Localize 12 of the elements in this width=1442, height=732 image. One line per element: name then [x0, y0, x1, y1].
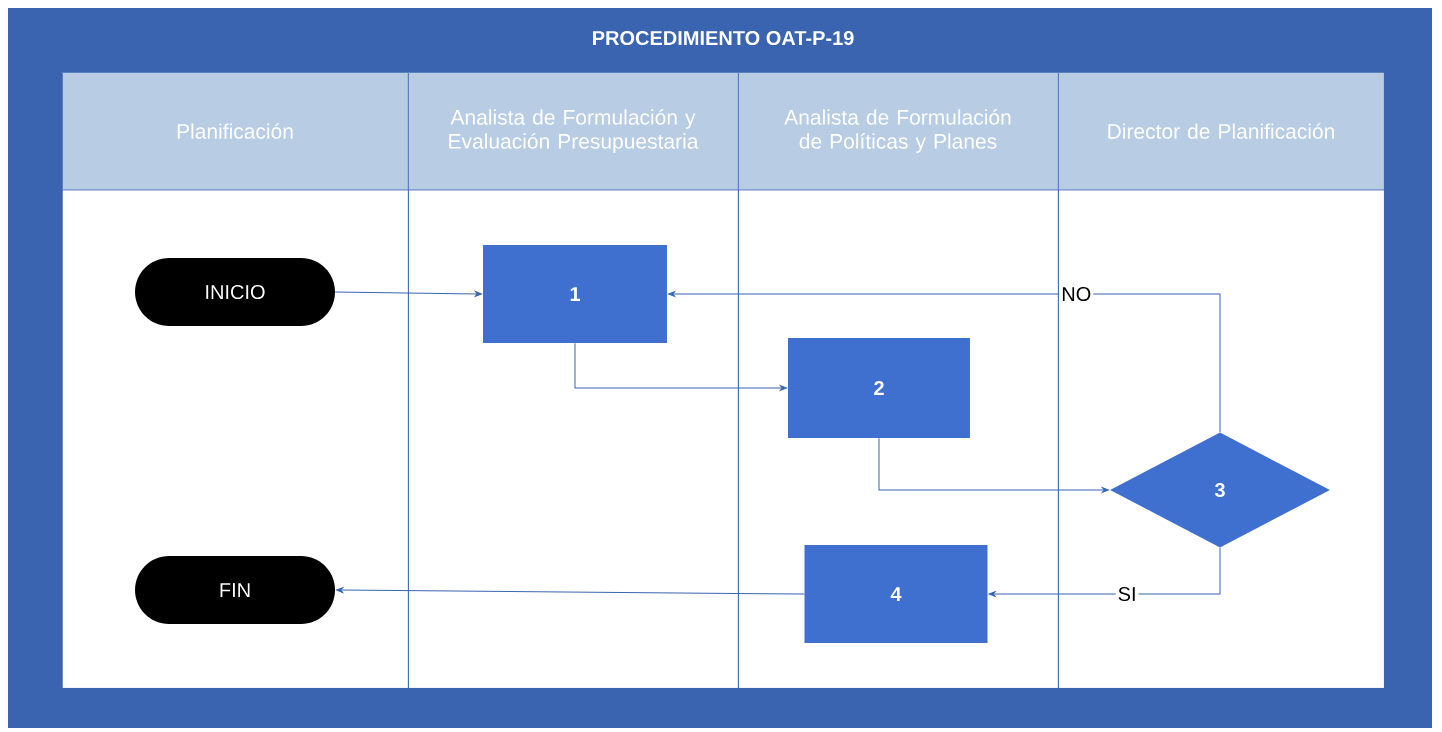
process-box: 1: [483, 245, 667, 343]
arrow: [334, 291, 482, 297]
arrow: [336, 587, 805, 595]
arrow: [878, 437, 1109, 493]
arrow: [668, 291, 1221, 433]
title: PROCEDIMIENTO OAT-P-19: [593, 30, 854, 46]
arrow: [988, 547, 1221, 597]
terminal: INICIO: [135, 258, 335, 326]
process-box: 2: [788, 338, 970, 438]
terminal: FIN: [135, 556, 335, 624]
arrow: [574, 342, 787, 391]
process-box: 4: [804, 545, 988, 643]
